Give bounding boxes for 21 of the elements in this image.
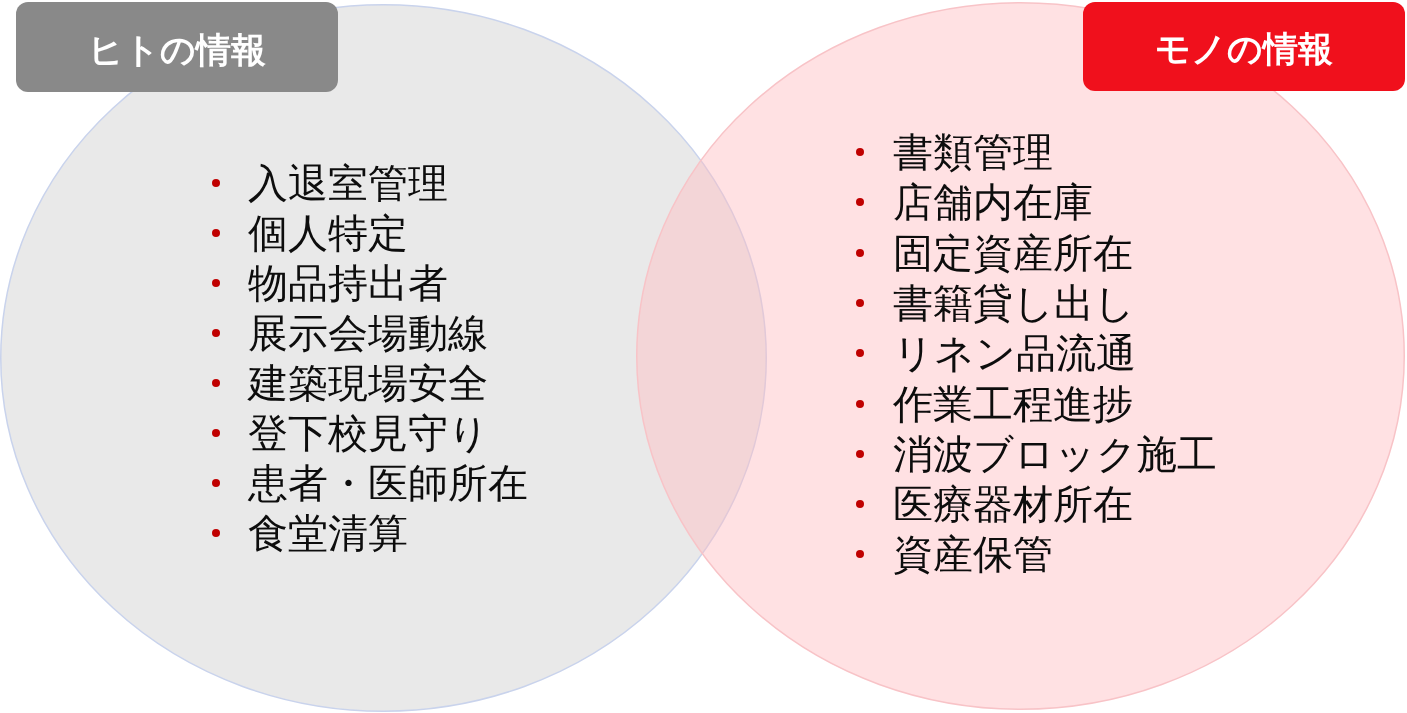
- list-item: 書類管理: [893, 128, 1053, 176]
- list-item: 登下校見守り: [248, 409, 489, 457]
- category-tab: ヒトの情報: [16, 2, 338, 92]
- list-item: 建築現場安全: [248, 359, 488, 407]
- venn-circle: [0, 4, 767, 712]
- list-item: 個人特定: [248, 209, 408, 257]
- list-item: 展示会場動線: [248, 309, 488, 357]
- list-item: 固定資産所在: [893, 228, 1133, 277]
- list-item: 物品持出者: [248, 259, 448, 307]
- list-item: 医療器材所在: [893, 480, 1133, 529]
- list-item: 食堂清算: [248, 509, 408, 557]
- list-item: 資産保管: [893, 530, 1053, 579]
- list-item: 入退室管理: [248, 159, 448, 207]
- list-item: 書籍貸し出し: [893, 278, 1135, 327]
- list-item: 消波ブロック施工: [893, 429, 1217, 478]
- list-item: 患者・医師所在: [248, 459, 528, 507]
- list-item: 作業工程進捗: [893, 379, 1133, 428]
- venn-circle: [636, 2, 1405, 710]
- list-item: リネン品流通: [893, 329, 1136, 378]
- category-tab: モノの情報: [1083, 2, 1405, 91]
- list-item: 店舗内在庫: [893, 178, 1093, 227]
